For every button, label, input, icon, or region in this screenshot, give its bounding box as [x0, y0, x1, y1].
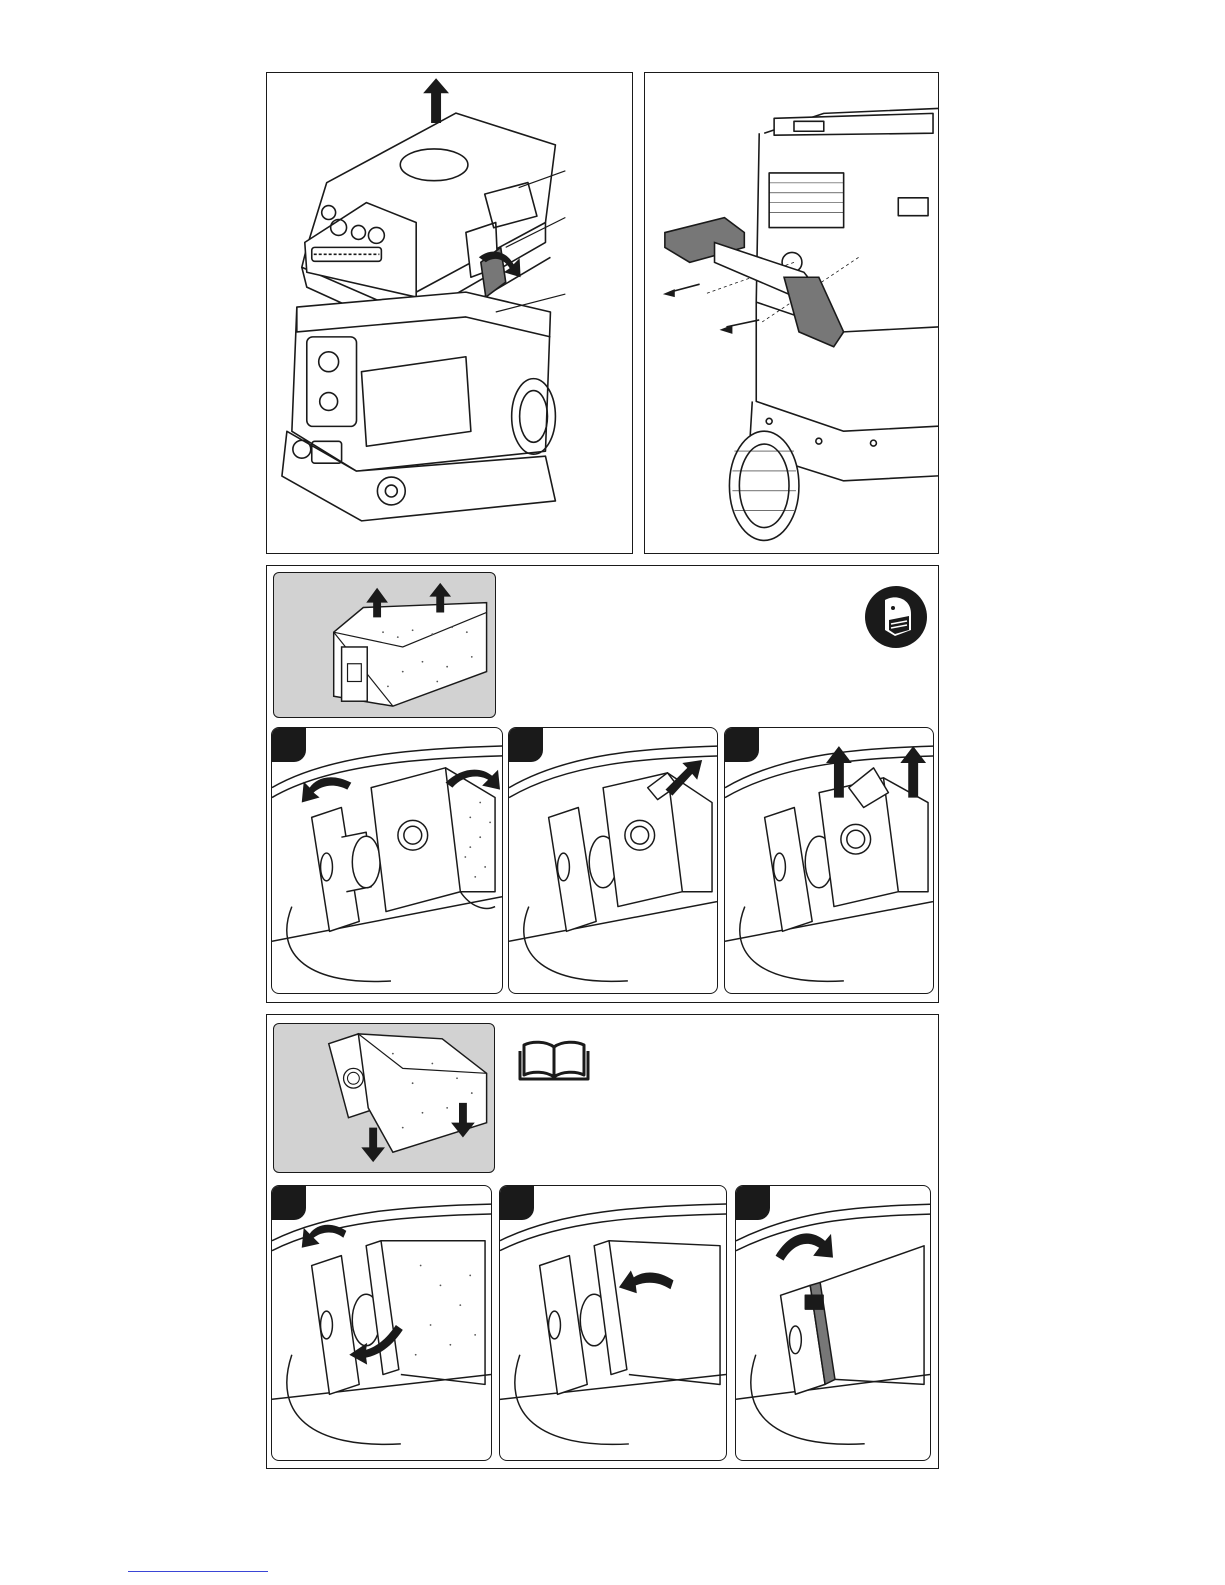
- filter-bag-insert-overview: [273, 1023, 495, 1173]
- step-panel-1: [271, 727, 503, 994]
- step-panel-3: [724, 727, 934, 994]
- step-badge: [272, 1186, 306, 1220]
- insert-step-panel-1: [271, 1185, 492, 1461]
- handle-mount-illustration: [645, 73, 938, 553]
- respirator-mask-icon: [865, 586, 927, 648]
- vacuum-extractor-illustration: [267, 73, 632, 553]
- arrow-up-icon: [423, 78, 449, 123]
- figure-lift-motor-head: [266, 72, 633, 554]
- step-panel-2: [508, 727, 718, 994]
- step-badge: [272, 728, 306, 762]
- step-badge: [500, 1186, 534, 1220]
- insert-step-panel-2: [499, 1185, 727, 1461]
- figure-mount-handle: [644, 72, 939, 554]
- step-badge: [725, 728, 759, 762]
- step-badge: [736, 1186, 770, 1220]
- screw-icon: [663, 289, 675, 297]
- section-insert-filter-bag: [266, 1014, 939, 1469]
- filter-bag-remove-overview: [273, 572, 496, 718]
- insert-step-panel-3: [735, 1185, 931, 1461]
- section-remove-filter-bag: [266, 565, 939, 1003]
- open-book-manual-icon: [518, 1039, 590, 1081]
- step-badge: [509, 728, 543, 762]
- footer-link-line: [128, 1571, 268, 1572]
